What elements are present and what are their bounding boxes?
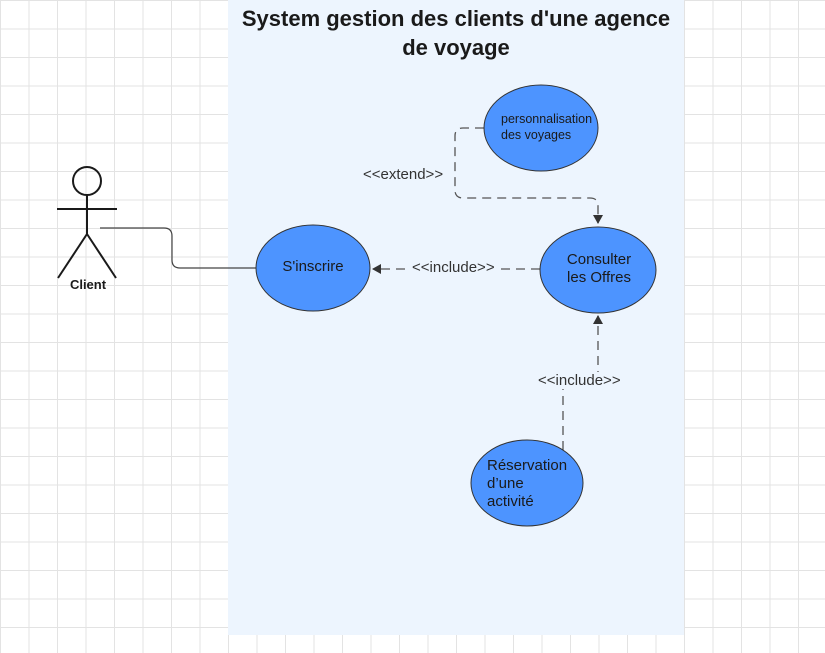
use-case-sinscrire-label: S'inscrire <box>256 258 370 275</box>
actor-client[interactable] <box>57 166 117 279</box>
system-title: System gestion des clients d'une agence … <box>228 4 684 62</box>
use-case-personnalisation[interactable] <box>483 84 599 172</box>
reservation-line-3: activité <box>487 493 534 510</box>
use-case-consulter-label: Consulter les Offres <box>540 251 658 287</box>
actor-head <box>72 166 102 196</box>
include-label-2: <<include>> <box>536 372 623 389</box>
consulter-line-1: Consulter <box>566 251 632 268</box>
perso-line-2: des voyages <box>501 128 572 142</box>
consulter-line-2: les Offres <box>567 269 631 286</box>
system-title-line-1: System gestion des clients d'une agence <box>241 6 671 31</box>
extend-label: <<extend>> <box>363 166 444 183</box>
association-client-sinscrire[interactable] <box>100 227 257 269</box>
use-case-personnalisation-label: personnalisation des voyages <box>501 111 592 143</box>
extend-relation[interactable] <box>454 127 603 224</box>
actor-right-leg <box>86 233 117 279</box>
sinscrire-text: S'inscrire <box>282 258 344 275</box>
system-boundary <box>228 0 684 635</box>
perso-line-1: personnalisation <box>501 112 593 126</box>
system-title-line-2: de voyage <box>402 35 510 60</box>
include-label-1: <<include>> <box>410 259 497 276</box>
reservation-line-2: d’une <box>487 475 524 492</box>
use-case-reservation[interactable] <box>470 439 584 527</box>
use-case-sinscrire[interactable] <box>255 224 371 312</box>
use-case-reservation-label: Réservation d’une activité <box>487 457 567 511</box>
actor-left-leg <box>57 233 88 279</box>
actor-name: Client <box>69 277 107 292</box>
reservation-line-1: Réservation <box>487 457 568 474</box>
use-case-consulter-offres[interactable] <box>539 226 657 314</box>
